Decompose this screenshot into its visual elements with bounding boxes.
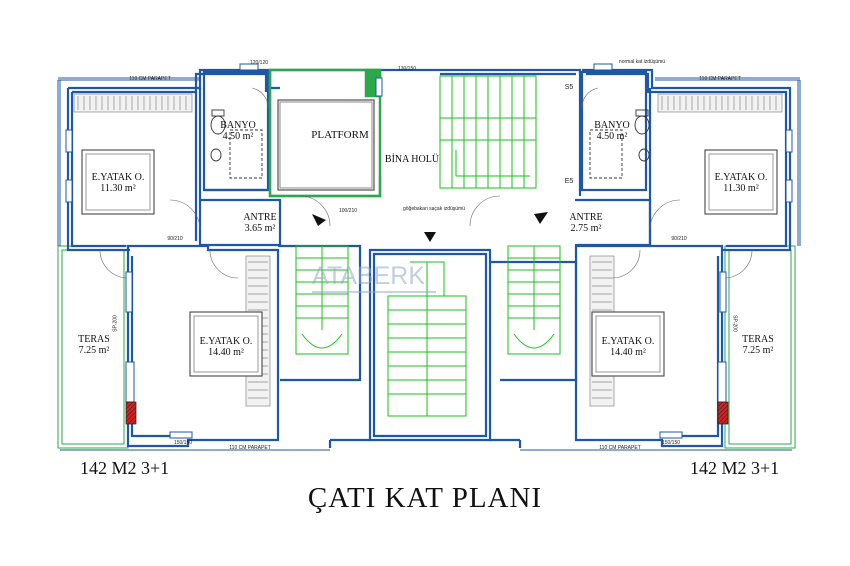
unit-area-left: 142 M2 3+1 [80,458,170,478]
antre-right-area: 2.75 m² [570,223,602,234]
sp-label-left: SP-200 [112,315,119,332]
banyo-right-label: BANYO 4.50 m² [582,120,642,142]
banyo-left-name: BANYO [220,120,256,131]
door-label-right: 90/210 [671,236,687,242]
e5-label: E5 [564,178,574,185]
window-label-top-left: 120/120 [249,60,269,66]
antre-left-area: 3.65 m² [244,223,276,234]
yatak-top-right-area: 11.30 m² [723,183,759,194]
yatak-bottom-right-name: E.YATAK O. [601,336,655,347]
platform-label: PLATFORM [311,129,369,141]
column-right [717,401,729,425]
door-label-left: 90/210 [167,236,183,242]
stair-top [439,75,537,189]
banyo-right-name: BANYO [594,120,630,131]
walls [66,68,792,448]
parapet-lines [57,77,801,451]
yatak-top-left-area: 11.30 m² [100,183,136,194]
s5-label: S5 [564,84,574,91]
yatak-top-left-name: E.YATAK O. [91,172,145,183]
antre-right-label: ANTRE 2.75 m² [556,212,616,234]
banyo-left-label: BANYO 4.50 m² [208,120,268,142]
window-label-bottom-left: 150/150 [173,440,193,446]
bina-holu-label: BİNA HOLÜ [384,154,440,165]
window-label-bottom-right: 150/150 [661,440,681,446]
parapet-top-left-label: 110 CM PARAPET [129,76,171,82]
window-label-top-center: 130/150 [397,66,417,72]
antre-right-name: ANTRE [569,212,603,223]
teras-right-label: TERAS 7.25 m² [730,334,786,356]
normal-kat-label: normal kat izdüşümü [618,59,666,65]
teras-left-name: TERAS [78,334,110,345]
yatak-top-left-label: E.YATAK O. 11.30 m² [82,172,154,194]
watermark-rule [312,291,436,293]
parapet-top-right-label: 110 CM PARAPET [699,76,741,82]
beds [81,149,778,377]
antre-left-label: ANTRE 3.65 m² [230,212,290,234]
yatak-top-right-label: E.YATAK O. 11.30 m² [705,172,777,194]
page-title: ÇATI KAT PLANI [307,482,543,514]
yatak-bottom-left-label: E.YATAK O. 14.40 m² [190,336,262,358]
watermark-logo: ATABERK [312,262,425,290]
antre-left-name: ANTRE [243,212,277,223]
banyo-left-area: 4.50 m² [222,131,254,142]
yatak-bottom-right-label: E.YATAK O. 14.40 m² [592,336,664,358]
teras-right-name: TERAS [742,334,774,345]
column-left [125,401,137,425]
gogebakan-label: göğebakan saçak izdüşümü [403,206,465,212]
unit-area-right: 142 M2 3+1 [690,458,780,478]
yatak-bottom-right-area: 14.40 m² [610,347,646,358]
door-label-hall: 100/210 [338,208,358,214]
banyo-right-area: 4.50 m² [596,131,628,142]
direction-arrows [312,212,548,242]
platform-inner [277,99,375,191]
door-swings [99,87,753,279]
teras-left-label: TERAS 7.25 m² [66,334,122,356]
parapet-bottom-left-label: 110 CM PARAPET [229,445,271,451]
bathroom-fixtures [210,109,650,179]
yatak-bottom-left-area: 14.40 m² [208,347,244,358]
parapet-bottom-right-label: 110 CM PARAPET [599,445,641,451]
teras-right-area: 7.25 m² [742,345,774,356]
yatak-top-right-name: E.YATAK O. [714,172,768,183]
stair-left [295,245,349,355]
stair-right [507,245,561,355]
stair-center [387,261,467,417]
sp-label-right: SP-200 [731,315,738,332]
yatak-bottom-left-name: E.YATAK O. [199,336,253,347]
teras-left-area: 7.25 m² [78,345,110,356]
